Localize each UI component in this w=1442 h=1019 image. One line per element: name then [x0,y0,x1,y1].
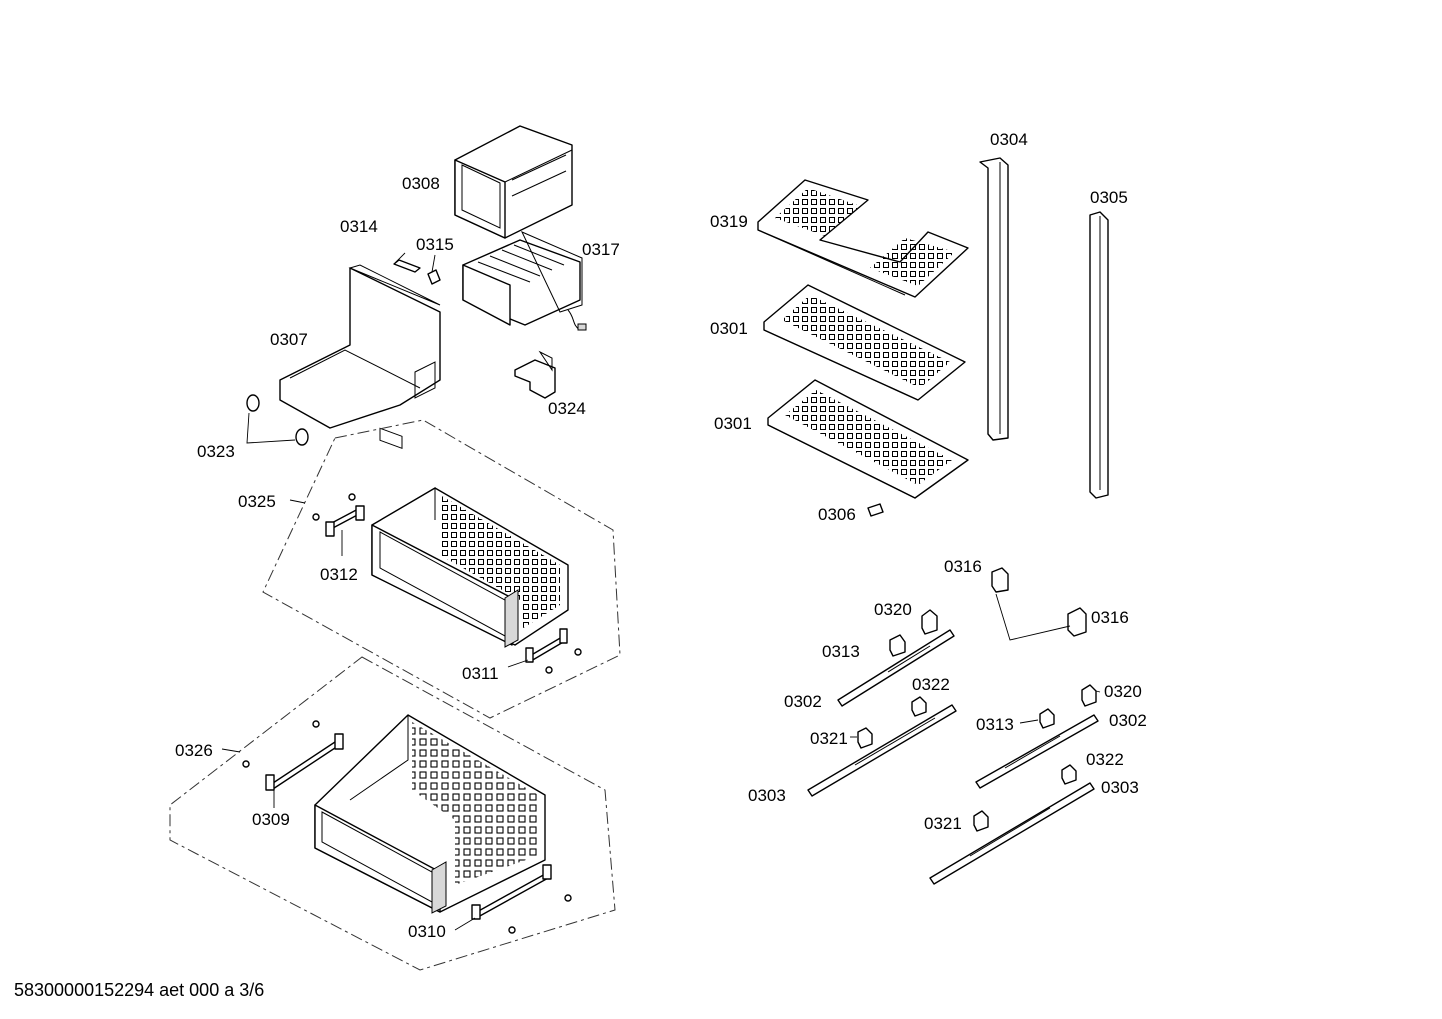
label-0316-lower: 0316 [1091,608,1129,627]
ice-maker-unit-0317 [462,231,587,331]
label-0302-b: 0302 [1109,711,1147,730]
clip-0320-a [921,609,938,635]
label-0316-upper: 0316 [944,557,982,576]
rail-0309 [242,720,344,808]
label-0319: 0319 [710,212,748,231]
label-0305: 0305 [1090,188,1128,207]
rail-0302-a [837,629,955,707]
clip-0306 [867,503,884,517]
caps-0323 [246,394,309,446]
document-footer-code: 58300000152294 aet 000 a 3/6 [14,980,265,1000]
label-0304: 0304 [990,130,1028,149]
label-0315: 0315 [416,235,454,254]
clip-0321-b [973,810,989,832]
rail-0310 [454,864,572,934]
rail-0302-b [975,714,1099,789]
label-0309: 0309 [252,810,290,829]
clip-0313-b [1039,708,1055,729]
label-0321-a: 0321 [810,729,848,748]
drawer-0326 [314,714,546,914]
label-0321-b: 0321 [924,814,962,833]
clip-0320-b [1081,684,1097,707]
label-0303-b: 0303 [1101,778,1139,797]
profile-0304 [979,157,1009,441]
leader-lines [221,252,1101,753]
rail-0311 [507,628,582,674]
label-0320-a: 0320 [874,600,912,619]
label-0313-b: 0313 [976,715,1014,734]
label-0317: 0317 [582,240,620,259]
drawer-outline-upper [262,419,621,719]
label-0314: 0314 [340,217,378,236]
label-0302-a: 0302 [784,692,822,711]
label-0322-b: 0322 [1086,750,1124,769]
clip-0313-a [889,634,906,657]
label-0322-a: 0322 [912,675,950,694]
label-0320-b: 0320 [1104,682,1142,701]
clip-0322-a [911,696,927,717]
drawer-0325 [371,487,569,648]
label-0324: 0324 [548,399,586,418]
strip-0314 [393,259,421,273]
rail-0312 [312,493,365,556]
part-labels: 0308 0314 0315 0317 0307 0324 0323 0325 … [175,130,1147,941]
clip-0316-lower [1067,607,1087,637]
label-0311: 0311 [462,664,499,683]
label-0306: 0306 [818,505,856,524]
shelf-0319 [757,179,969,298]
clip-0321-a [857,727,873,749]
label-0325: 0325 [238,492,276,511]
label-0313-a: 0313 [822,642,860,661]
ice-maker-bracket-0307 [279,264,441,449]
clip-0322-b [1061,764,1077,785]
label-0307: 0307 [270,330,308,349]
label-0308: 0308 [402,174,440,193]
bracket-0324 [514,350,556,399]
clip-0316-upper [991,567,1009,593]
clip-0315 [427,269,441,285]
label-0323: 0323 [197,442,235,461]
ice-bucket-0308 [454,125,573,239]
label-0301-upper: 0301 [710,319,748,338]
label-0310: 0310 [408,922,446,941]
shelf-0301-upper [763,284,966,401]
drawer-outline-lower [169,656,616,971]
shelf-0301-lower [767,379,969,499]
label-0301-lower: 0301 [714,414,752,433]
label-0303-a: 0303 [748,786,786,805]
profile-0305 [1089,211,1109,499]
leader-0316 [995,593,1071,641]
rail-0303-a [807,704,957,797]
label-0326: 0326 [175,741,213,760]
label-0312: 0312 [320,565,358,584]
rail-0303-b [929,782,1095,885]
